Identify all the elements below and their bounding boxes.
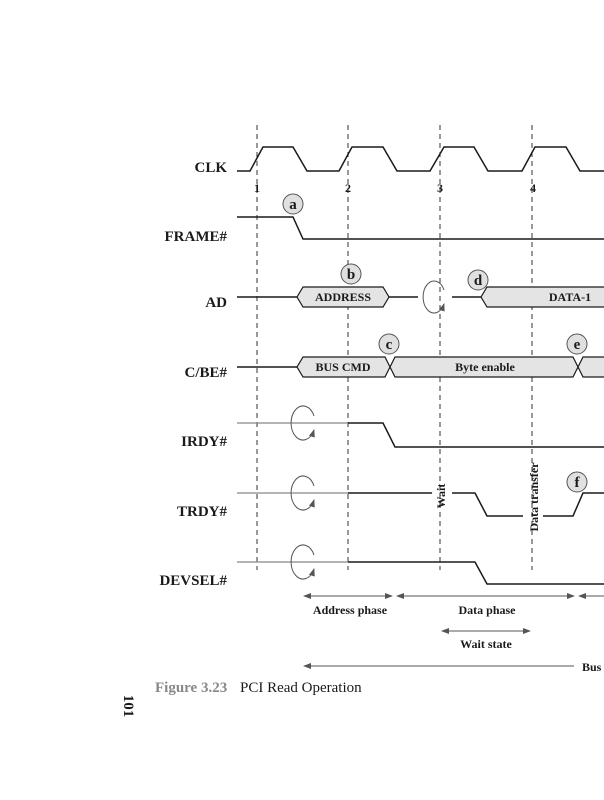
marker-label: d: [474, 273, 483, 289]
data1-box-label: DATA-1: [549, 290, 591, 304]
address-phase-label: Address phase: [313, 603, 388, 617]
clock-number: 1: [254, 181, 260, 195]
clock-edge-guides: [256, 125, 533, 570]
turnaround-cycle-icon: [422, 280, 445, 314]
clock-number: 4: [530, 181, 536, 195]
signal-label-frame: FRAME#: [165, 229, 228, 245]
irdy-waveform: [348, 422, 604, 448]
data1-box: [480, 286, 604, 308]
signal-label-trdy: TRDY#: [177, 504, 228, 520]
marker-circle: [282, 193, 304, 215]
signal-label-clk: CLK: [194, 160, 227, 176]
marker-label: f: [575, 475, 581, 491]
turnaround-cycle-icon: [290, 544, 315, 580]
frame-waveform: [237, 216, 604, 240]
turnaround-cycle-icon: [290, 405, 315, 441]
clock-number: 2: [345, 181, 351, 195]
clk-waveform: [237, 146, 604, 172]
marker-label: c: [386, 337, 393, 353]
wait-state-label: Wait state: [460, 637, 512, 651]
marker-label: a: [289, 197, 297, 213]
signal-label-ad: AD: [205, 295, 227, 311]
signal-label-cbe: C/BE#: [184, 365, 227, 381]
signal-label-irdy: IRDY#: [181, 434, 227, 450]
bus-cmd-label: BUS CMD: [315, 360, 370, 374]
byte-enable-label: Byte enable: [455, 360, 515, 374]
signal-label-devsel: DEVSEL#: [159, 573, 227, 589]
figure-number: Figure 3.23: [155, 680, 227, 696]
page-number: 101: [120, 695, 136, 718]
data-phase-label: Data phase: [458, 603, 516, 617]
marker-label: e: [574, 337, 581, 353]
marker-label: b: [347, 267, 355, 283]
devsel-waveform: [348, 561, 604, 585]
figure-title: PCI Read Operation: [240, 680, 362, 696]
address-box-label: ADDRESS: [315, 290, 371, 304]
wait-annotation: Wait: [434, 484, 448, 509]
clock-number: 3: [437, 181, 443, 195]
turnaround-cycle-icon: [290, 475, 315, 511]
data-transfer-annotation: Data transfer: [527, 462, 541, 532]
trdy-waveform: [348, 492, 604, 517]
bus-transaction-label: Bus: [582, 660, 602, 674]
